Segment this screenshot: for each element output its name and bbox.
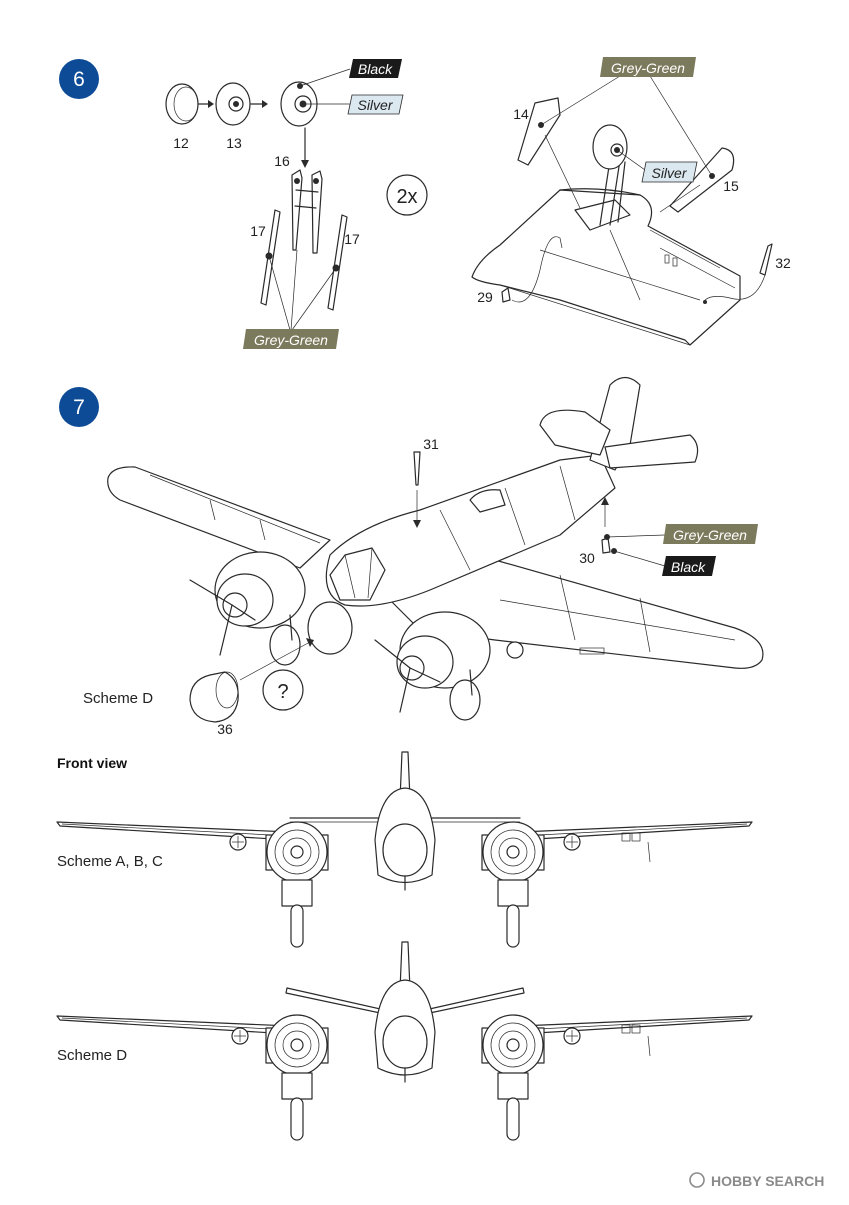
svg-text:Grey-Green: Grey-Green (673, 527, 747, 543)
svg-text:7: 7 (73, 396, 85, 419)
color-tag-silver: Silver (347, 94, 404, 115)
svg-text:2x: 2x (396, 186, 417, 208)
color-tag-black-step7: Black (662, 556, 716, 576)
color-tag-black: Black (349, 59, 402, 78)
svg-text:HOBBY SEARCH: HOBBY SEARCH (711, 1173, 824, 1189)
part-label-30: 30 (579, 550, 595, 566)
part-label-32: 32 (775, 255, 791, 271)
part-label-17b: 17 (344, 231, 360, 247)
part-label-12: 12 (173, 135, 189, 151)
svg-text:6: 6 (73, 68, 85, 91)
color-tag-silver-wheel: Silver (641, 161, 698, 183)
scheme-d-front-label: Scheme D (57, 1047, 127, 1064)
step-6-badge: 6 (59, 59, 99, 99)
question-mark-badge: ? (262, 669, 304, 711)
wing-nacelle-detail (471, 97, 773, 346)
landing-gear-struts (260, 169, 348, 311)
svg-text:Black: Black (671, 559, 706, 575)
step-7-badge: 7 (59, 387, 99, 427)
svg-text:Silver: Silver (357, 97, 393, 113)
multiplier-2x: 2x (386, 174, 428, 216)
svg-text:?: ? (277, 681, 288, 703)
part-label-14: 14 (513, 106, 529, 122)
scheme-abc-label: Scheme A, B, C (57, 853, 163, 870)
part-label-36: 36 (217, 721, 233, 737)
svg-text:Grey-Green: Grey-Green (611, 60, 685, 76)
front-view-scheme-d (56, 941, 753, 1141)
part-12-wheel-cover (165, 83, 199, 125)
svg-text:Grey-Green: Grey-Green (254, 332, 328, 348)
part-label-31: 31 (423, 436, 439, 452)
part-13-wheel-hub (215, 82, 251, 126)
svg-text:Black: Black (358, 61, 393, 77)
hobby-search-watermark: HOBBY SEARCH (689, 1172, 824, 1189)
color-tag-grey-green-doors: Grey-Green (600, 57, 696, 77)
part-label-17a: 17 (250, 223, 266, 239)
part-label-13: 13 (226, 135, 242, 151)
color-tag-grey-green-step7: Grey-Green (663, 524, 758, 544)
scheme-d-label-step7: Scheme D (83, 690, 153, 707)
front-view-title: Front view (57, 755, 127, 771)
front-view-scheme-abc (56, 751, 753, 948)
part-label-16: 16 (274, 153, 290, 169)
svg-text:Silver: Silver (651, 165, 687, 181)
aircraft-isometric (107, 376, 764, 721)
part-36-nose-cone (189, 671, 239, 723)
part-label-29: 29 (477, 289, 493, 305)
part-label-15: 15 (723, 178, 739, 194)
color-tag-grey-green-struts: Grey-Green (243, 329, 339, 349)
